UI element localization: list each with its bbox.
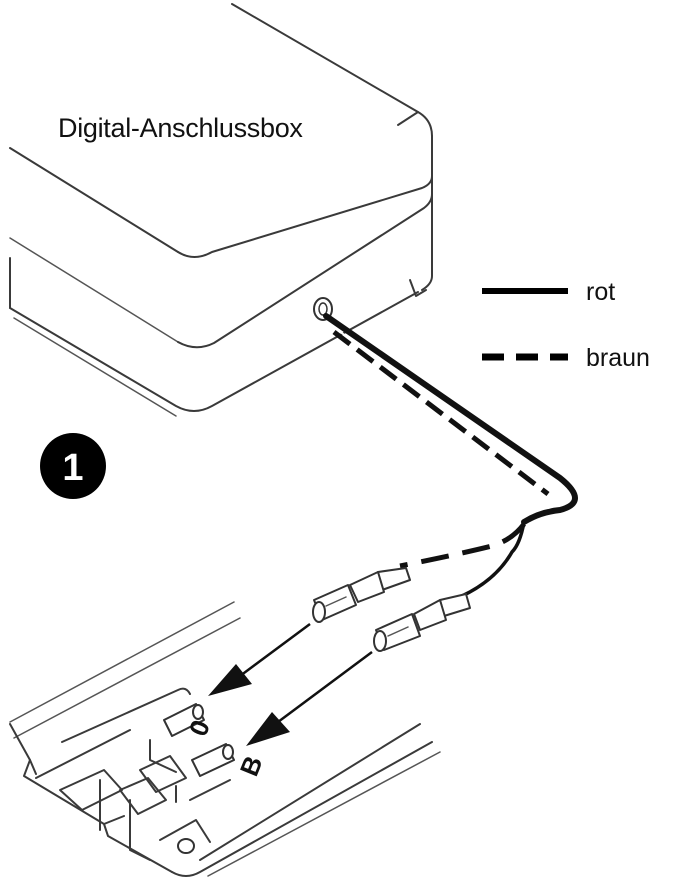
- legend: rot braun: [482, 278, 650, 372]
- legend-label-rot: rot: [586, 278, 615, 306]
- step-circle: [40, 433, 106, 499]
- legend-label-braun: braun: [586, 344, 650, 372]
- insert-arrow-0: [208, 622, 311, 696]
- red-wire: [460, 520, 526, 598]
- step-marker: 1: [40, 433, 106, 499]
- box-title: Digital-Anschlussbox: [58, 113, 303, 143]
- brown-wire: [399, 522, 526, 569]
- red-plug: [373, 593, 471, 652]
- port-label-b: B: [234, 752, 269, 781]
- digital-connection-box: [9, 3, 433, 417]
- brown-plug: [312, 567, 411, 623]
- step-number: 1: [62, 447, 83, 489]
- cable: [323, 313, 578, 598]
- insert-arrow-b: [246, 650, 373, 746]
- track-base: [9, 601, 441, 877]
